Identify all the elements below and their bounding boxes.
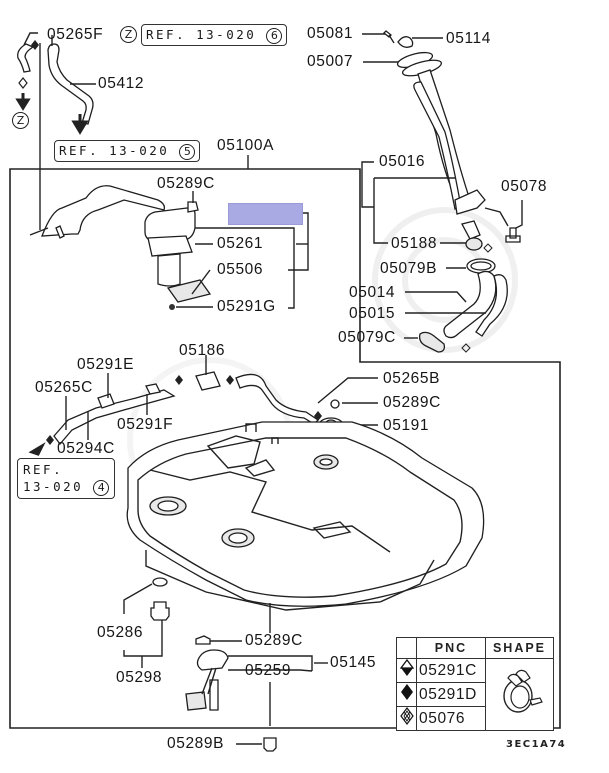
hose-05265F [15,32,39,111]
part-label-05259[interactable]: 05259 [245,662,292,679]
clamp-legend-table: PNC SHAPE 05291C 05291D 05076 [396,637,554,731]
legend-row: 05291D [396,682,554,707]
legend-row: 05076 [396,706,554,731]
part-label-05412[interactable]: 05412 [98,75,145,92]
part-label-05265B[interactable]: 05265B [383,370,441,387]
fuel-tank [126,421,485,611]
highlighted-part-05145-callout[interactable] [228,203,303,225]
part-label-05016[interactable]: 05016 [379,153,426,170]
part-label-05145[interactable]: 05145 [330,654,377,671]
part-label-05265F[interactable]: 05265F [47,26,104,43]
ref-text: REF. 13-020 [59,143,170,158]
part-label-05291F[interactable]: 05291F [117,416,174,433]
legend-pnc-05291D[interactable]: 05291D [416,682,486,707]
part-label-05291G[interactable]: 05291G [217,298,276,315]
z-marker-icon: Z [12,112,29,129]
part-label-05289C[interactable]: 05289C [383,394,441,411]
part-label-05078[interactable]: 05078 [501,178,548,195]
part-label-05265C[interactable]: 05265C [35,379,93,396]
part-label-05079B[interactable]: 05079B [380,260,438,277]
part-label-05298[interactable]: 05298 [116,669,163,686]
part-label-05186[interactable]: 05186 [179,342,226,359]
part-label-05506[interactable]: 05506 [217,261,264,278]
part-label-05289C[interactable]: 05289C [245,632,303,649]
legend-pnc-05291C[interactable]: 05291C [416,658,486,683]
ref-number-badge: 4 [93,480,110,496]
part-label-05286[interactable]: 05286 [97,624,144,641]
legend-row: 05291C [396,658,554,731]
part-label-05261[interactable]: 05261 [217,235,264,252]
part-label-05081[interactable]: 05081 [307,25,354,42]
ref-number-badge: 6 [266,28,283,44]
ref-link-13-020-6[interactable]: REF. 13-020 6 [141,24,288,46]
part-label-05191[interactable]: 05191 [383,417,430,434]
filled-diamond-icon [396,682,417,707]
ref-text: REF. 13-020 [146,27,257,42]
part-label-05014[interactable]: 05014 [349,284,396,301]
legend-header-row: PNC SHAPE [396,637,554,659]
ref-text: REF. [23,462,64,477]
legend-header-pnc: PNC [416,637,486,659]
part-label-05100A[interactable]: 05100A [217,137,275,154]
cross-diamond-icon [396,706,417,731]
part-label-05291E[interactable]: 05291E [77,356,135,373]
legend-header-symbol [396,637,417,659]
drawing-code: 3EC1A74 [506,739,567,750]
evap-line [28,371,322,456]
assembly-frame [9,168,561,729]
part-label-05289B[interactable]: 05289B [167,735,225,752]
z-marker-icon: Z [120,26,137,43]
hose-clamp-icon [485,658,554,731]
ref-text: 13-020 [23,479,84,494]
pipe-05412 [47,43,96,135]
part-label-05079C[interactable]: 05079C [338,329,396,346]
part-label-05188[interactable]: 05188 [391,235,438,252]
part-label-05294C[interactable]: 05294C [57,440,115,457]
legend-header-shape: SHAPE [485,637,554,659]
part-label-05007[interactable]: 05007 [307,53,354,70]
part-label-05015[interactable]: 05015 [349,305,396,322]
part-label-05289C[interactable]: 05289C [157,175,215,192]
part-label-05114[interactable]: 05114 [446,30,491,47]
ref-link-13-020-4[interactable]: REF. 13-020 4 [17,458,116,499]
filler-neck-assembly [362,30,486,240]
fuel-pump-assembly [29,185,212,310]
ref-link-13-020-5[interactable]: REF. 13-020 5 [54,140,201,162]
ref-number-badge: 5 [179,144,196,160]
legend-pnc-05076[interactable]: 05076 [416,706,486,731]
half-filled-diamond-icon [396,658,417,683]
